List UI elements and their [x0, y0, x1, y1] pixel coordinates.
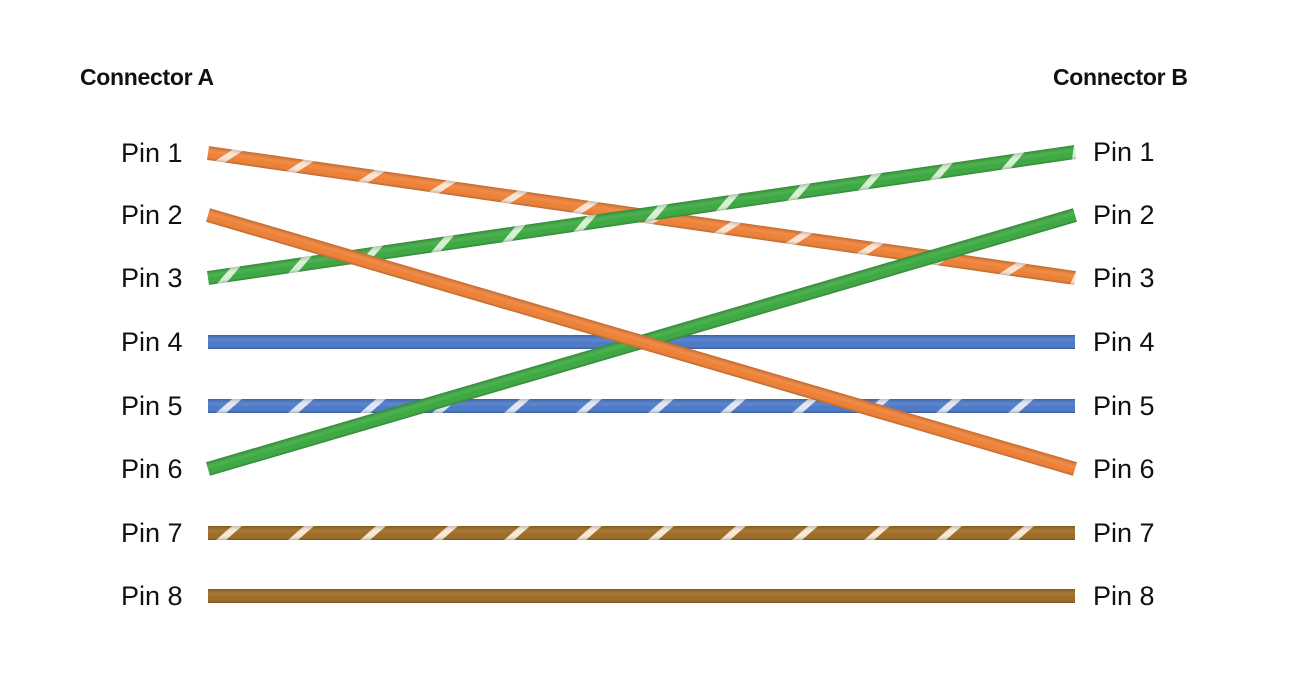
connector-b-pin-1: Pin 1	[1093, 137, 1155, 167]
connector-b-pin-7: Pin 7	[1093, 518, 1155, 548]
wire-orange	[206, 208, 1077, 476]
connector-a-pin-3: Pin 3	[121, 263, 183, 293]
connector-a-pin-6: Pin 6	[121, 454, 183, 484]
wire-blue-white	[208, 399, 1075, 413]
wire-brown	[208, 589, 1075, 603]
connector-b-pin-4: Pin 4	[1093, 327, 1155, 357]
connector-a-pin-5: Pin 5	[121, 391, 183, 421]
connector-b-pin-6: Pin 6	[1093, 454, 1155, 484]
connector-b-pin-5: Pin 5	[1093, 391, 1155, 421]
connector-b-pin-3: Pin 3	[1093, 263, 1155, 293]
connector-a-title: Connector A	[80, 64, 214, 90]
connector-a-pin-4: Pin 4	[121, 327, 183, 357]
connector-b-pin-8: Pin 8	[1093, 581, 1155, 611]
connector-a-pin-8: Pin 8	[121, 581, 183, 611]
connector-a-pin-1: Pin 1	[121, 138, 183, 168]
connector-b-title: Connector B	[1053, 64, 1188, 90]
wire-green-white	[206, 145, 1077, 285]
connector-a-pin-2: Pin 2	[121, 200, 183, 230]
connector-a-pin-7: Pin 7	[121, 518, 183, 548]
wire-brown-white	[208, 526, 1075, 540]
connector-b-pin-2: Pin 2	[1093, 200, 1155, 230]
